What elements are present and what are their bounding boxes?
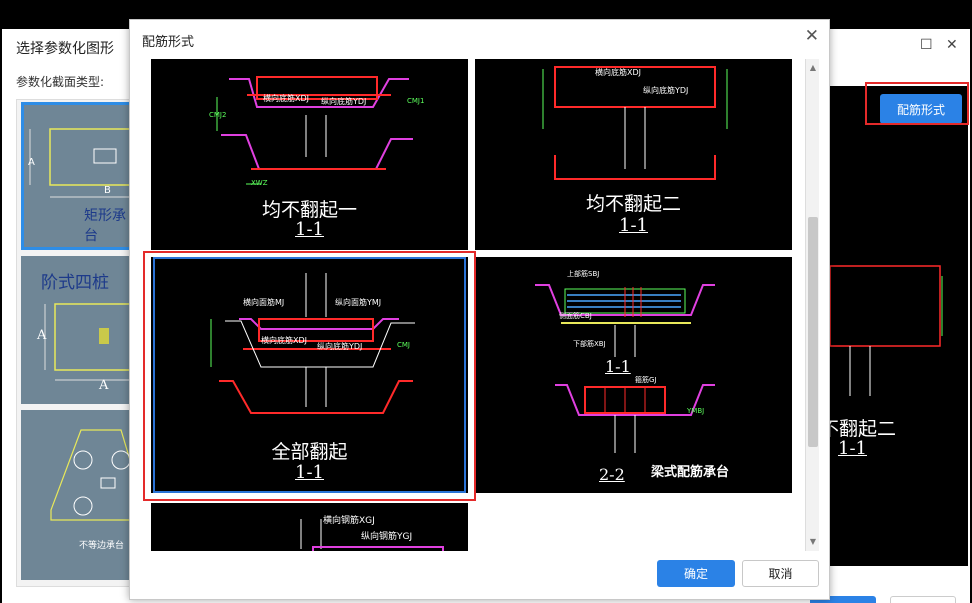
rebar-form-dialog: 配筋形式 ✕ 横向底筋XDJ 纵向底筋YDJ CMJ1 [129, 19, 830, 600]
preview-title: 不翻起二 [820, 418, 897, 440]
dim-a-label: A [99, 378, 109, 393]
background-ok-button[interactable]: 确定 [810, 596, 876, 603]
option-drawing [216, 76, 413, 185]
rebar-label: 下部筋XBJ [573, 340, 606, 348]
unequal-cap-drawing [50, 429, 131, 521]
option-caption: 全部翻起 [271, 441, 348, 463]
rebar-label: CMJ1 [407, 97, 425, 105]
rebar-label: 横向钢筋XGJ [323, 516, 375, 526]
vertical-scrollbar[interactable]: ▲ ▼ [805, 59, 819, 551]
rebar-label: 纵向钢筋YGJ [361, 532, 413, 542]
close-icon[interactable]: ✕ [804, 26, 819, 46]
dim-a-label: A [28, 157, 35, 168]
option-caption: 均不翻起一 [261, 199, 357, 221]
rebar-label: YMBJ [687, 407, 705, 415]
option-drawing [542, 66, 728, 180]
rebar-label: 箍筋GJ [635, 376, 657, 384]
shape-thumbnail-list: A B 矩形承台 阶式四桩 A A [16, 99, 132, 587]
option-drawing [535, 284, 715, 453]
scroll-up-icon[interactable]: ▲ [809, 63, 817, 72]
option-all-raised[interactable]: 横向面筋MJ 纵向面筋YMJ 横向底筋XDJ 纵向底筋YDJ CMJ 全部翻起 … [151, 257, 468, 493]
option-caption: 均不翻起二 [585, 193, 681, 215]
thumbnail-unequal-cap[interactable]: 不等边承台 [21, 410, 131, 580]
stepped-four-pile-drawing [44, 303, 131, 381]
rebar-label: 横向底筋XDJ [261, 336, 307, 345]
option-section-a: 1-1 [605, 357, 631, 376]
thumbnail-stepped-four-pile[interactable]: 阶式四桩 A A [21, 256, 131, 404]
background-dialog-title: 选择参数化图形 [16, 41, 114, 57]
thumbnail-label: 阶式四桩 [41, 273, 109, 293]
scroll-thumb[interactable] [808, 217, 818, 447]
option-drawing [300, 519, 444, 551]
thumbnail-label: 矩形承台 [84, 208, 126, 244]
rebar-form-button-highlight [865, 82, 969, 125]
preview-panel: 不翻起二 1-1 [820, 86, 968, 566]
option-section-b: 2-2 [599, 465, 625, 484]
rebar-label: 横向面筋MJ [243, 298, 285, 307]
dim-b-label: B [104, 185, 111, 196]
cancel-button[interactable]: 取消 [742, 560, 819, 587]
thumbnail-rect-cap[interactable]: A B 矩形承台 [21, 102, 131, 250]
close-icon[interactable]: ✕ [946, 37, 958, 53]
option-beam-rebar[interactable]: 横向钢筋XGJ 纵向钢筋YGJ [151, 503, 468, 551]
option-section: 1-1 [295, 462, 324, 483]
option-section: 1-1 [295, 219, 324, 240]
rebar-label: 上部筋SBJ [567, 270, 600, 278]
ok-button[interactable]: 确定 [657, 560, 735, 587]
rebar-option-grid: 横向底筋XDJ 纵向底筋YDJ CMJ1 CMJ2 XWZ 均不翻起一 1-1 [143, 59, 805, 551]
selected-option-border [153, 257, 466, 493]
rebar-label: 横向底筋XDJ [595, 68, 641, 77]
preview-section: 1-1 [838, 438, 867, 459]
background-cancel-button[interactable]: 取消 [890, 596, 956, 603]
thumbnail-label: 不等边承台 [79, 541, 125, 551]
rebar-label: 侧面筋CBJ [559, 312, 592, 320]
option-none-raised-2[interactable]: 横向底筋XDJ 纵向底筋YDJ 均不翻起二 1-1 [475, 59, 792, 250]
rect-cap-drawing [29, 128, 131, 198]
rebar-label: 纵向底筋YDJ [317, 342, 363, 351]
rebar-label: CMJ [397, 341, 410, 349]
selected-option-highlight [143, 251, 476, 501]
rebar-label: 纵向底筋YDJ [643, 86, 689, 95]
preview-drawing [829, 265, 943, 396]
rebar-label: 纵向面筋YMJ [335, 298, 382, 307]
option-none-raised-1[interactable]: 横向底筋XDJ 纵向底筋YDJ CMJ1 CMJ2 XWZ 均不翻起一 1-1 [151, 59, 468, 250]
rebar-label: 纵向底筋YDJ [321, 97, 367, 106]
rebar-label: CMJ2 [209, 111, 227, 119]
dim-a-label: A [37, 328, 47, 343]
section-type-label: 参数化截面类型: [16, 75, 105, 89]
option-caption: 梁式配筋承台 [651, 465, 730, 480]
scroll-down-icon[interactable]: ▼ [809, 537, 817, 546]
rebar-label: XWZ [251, 179, 268, 187]
option-section: 1-1 [619, 215, 648, 236]
maximize-icon[interactable]: ☐ [920, 37, 933, 53]
dialog-title: 配筋形式 [142, 35, 195, 50]
option-drawing [210, 273, 415, 414]
option-beam-cap[interactable]: 上部筋SBJ 侧面筋CBJ 下部筋XBJ 箍筋GJ YMBJ 1-1 2-2 梁… [475, 257, 792, 493]
rebar-form-button[interactable]: 配筋形式 [880, 94, 962, 124]
rebar-label: 横向底筋XDJ [263, 94, 309, 103]
